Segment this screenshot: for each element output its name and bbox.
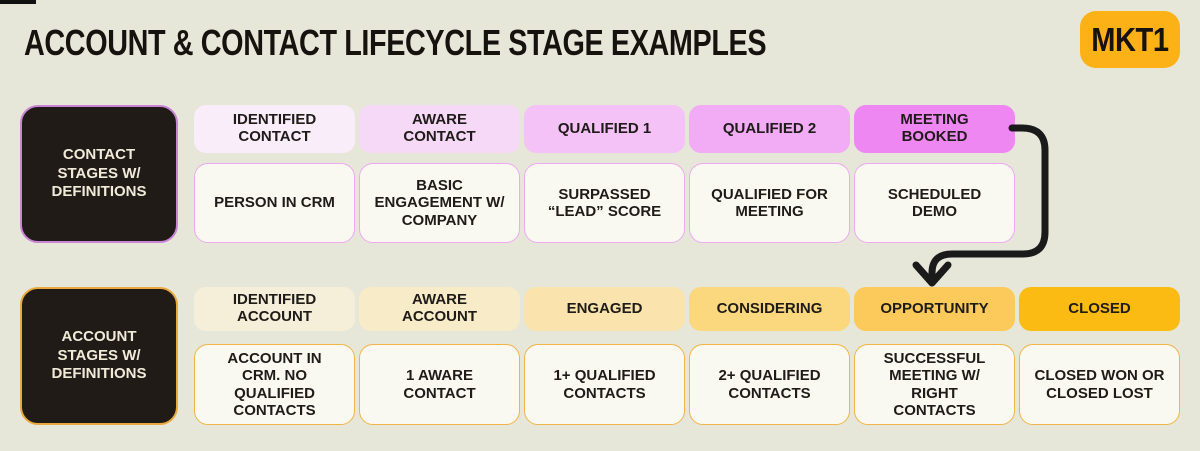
stage-header-meeting-booked: MEETING BOOKED	[854, 105, 1015, 153]
account-stages-row: ACCOUNT STAGES W/ DEFINITIONS IDENTIFIED…	[20, 287, 1180, 425]
stage-header-identified-contact: IDENTIFIED CONTACT	[194, 105, 355, 153]
stage-def-1plus-qualified-contacts: 1+ QUALIFIED CONTACTS	[524, 344, 685, 425]
stage-def-qualified-for-meeting: QUALIFIED FOR MEETING	[689, 163, 850, 243]
stage-header-closed: CLOSED	[1019, 287, 1180, 331]
stage-def-scheduled-demo: SCHEDULED DEMO	[854, 163, 1015, 243]
contact-row-label: CONTACT STAGES W/ DEFINITIONS	[20, 105, 178, 243]
stage-header-qualified-2: QUALIFIED 2	[689, 105, 850, 153]
stage-def-1-aware-contact: 1 AWARE CONTACT	[359, 344, 520, 425]
meeting-to-opportunity-arrow	[912, 124, 1049, 287]
stage-def-closed-won-or-lost: CLOSED WON OR CLOSED LOST	[1019, 344, 1180, 425]
page-title: ACCOUNT & CONTACT LIFECYCLE STAGE EXAMPL…	[24, 22, 767, 63]
arrow-path	[928, 124, 1049, 280]
stage-def-2plus-qualified-contacts: 2+ QUALIFIED CONTACTS	[689, 344, 850, 425]
mkt1-logo: MKT1	[1080, 11, 1180, 68]
stage-header-engaged: ENGAGED	[524, 287, 685, 331]
stage-def-surpassed-lead-score: SURPASSED “LEAD” SCORE	[524, 163, 685, 243]
stage-def-basic-engagement: BASIC ENGAGEMENT W/ COMPANY	[359, 163, 520, 243]
mkt1-logo-text: MKT1	[1091, 20, 1169, 58]
stage-def-successful-meeting: SUCCESSFUL MEETING W/ RIGHT CONTACTS	[854, 344, 1015, 425]
stage-def-account-in-crm: ACCOUNT IN CRM. NO QUALIFIED CONTACTS	[194, 344, 355, 425]
stage-header-aware-account: AWARE ACCOUNT	[359, 287, 520, 331]
stage-header-aware-contact: AWARE CONTACT	[359, 105, 520, 153]
stage-def-person-in-crm: PERSON IN CRM	[194, 163, 355, 243]
contact-stages-row: CONTACT STAGES W/ DEFINITIONS IDENTIFIED…	[20, 105, 1180, 243]
stage-header-opportunity: OPPORTUNITY	[854, 287, 1015, 331]
account-row-label: ACCOUNT STAGES W/ DEFINITIONS	[20, 287, 178, 425]
corner-artifact	[0, 0, 36, 4]
arrow-head	[912, 261, 952, 287]
stage-header-qualified-1: QUALIFIED 1	[524, 105, 685, 153]
stage-header-considering: CONSIDERING	[689, 287, 850, 331]
stage-header-identified-account: IDENTIFIED ACCOUNT	[194, 287, 355, 331]
